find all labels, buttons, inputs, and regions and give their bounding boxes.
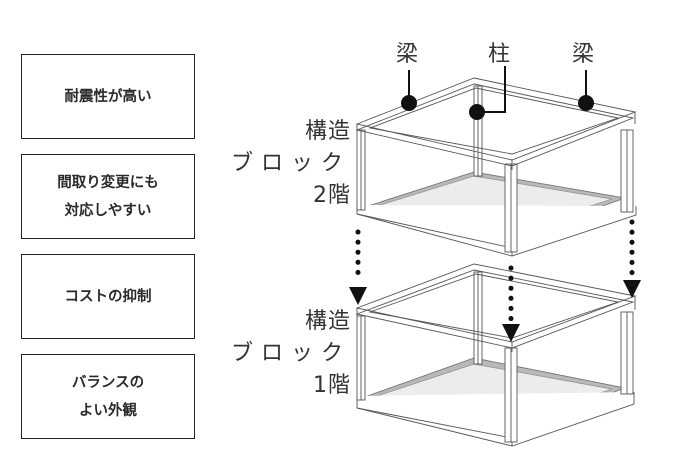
arrow-head: [623, 280, 641, 298]
upper-top-frame: [355, 77, 637, 161]
label-column: 柱: [488, 42, 511, 67]
arrow-head: [349, 287, 367, 305]
feature-text: 耐震性が高い: [64, 88, 152, 105]
part-pointers: [401, 66, 594, 120]
lower-block: [355, 263, 637, 447]
block-label-line: 2階: [313, 183, 351, 208]
arrow-left: [349, 229, 367, 305]
feature-text: 間取り変更にも: [57, 174, 159, 191]
pointer-beam-left-dot: [401, 95, 417, 111]
feature-box-layout-flexibility: 間取り変更にも 対応しやすい: [21, 154, 195, 239]
block-label-line: ブロック: [230, 341, 351, 366]
block-label-line: 1階: [313, 373, 351, 398]
label-beam-left: 梁: [396, 42, 419, 67]
upper-base-edge: [356, 205, 637, 257]
feature-text: よい外観: [79, 402, 137, 419]
pointer-column-line: [480, 66, 506, 113]
feature-text: コストの抑制: [64, 288, 152, 305]
block-label-line: ブロック: [230, 151, 351, 176]
block-label-line: 構造: [304, 309, 351, 334]
arrow-right: [623, 219, 641, 298]
stacking-arrows: [349, 219, 641, 342]
feature-box-appearance: バランスの よい外観: [21, 354, 195, 439]
lower-top-frame: [355, 263, 637, 343]
upper-block: [355, 77, 637, 257]
arrow-head: [502, 324, 520, 342]
pointer-column-dot: [469, 104, 485, 120]
pointer-beam-right-dot: [578, 95, 594, 111]
block-label-line: 構造: [304, 119, 351, 144]
feature-box-seismic: 耐震性が高い: [21, 54, 195, 139]
feature-text: 対応しやすい: [64, 202, 152, 219]
block-label-lower: 構造 ブロック 1階: [231, 306, 351, 402]
arrow-center: [502, 265, 520, 342]
feature-box-cost: コストの抑制: [21, 254, 195, 339]
label-beam-right: 梁: [572, 42, 595, 67]
block-label-upper: 構造 ブロック 2階: [231, 116, 351, 212]
feature-text: バランスの: [71, 374, 145, 391]
